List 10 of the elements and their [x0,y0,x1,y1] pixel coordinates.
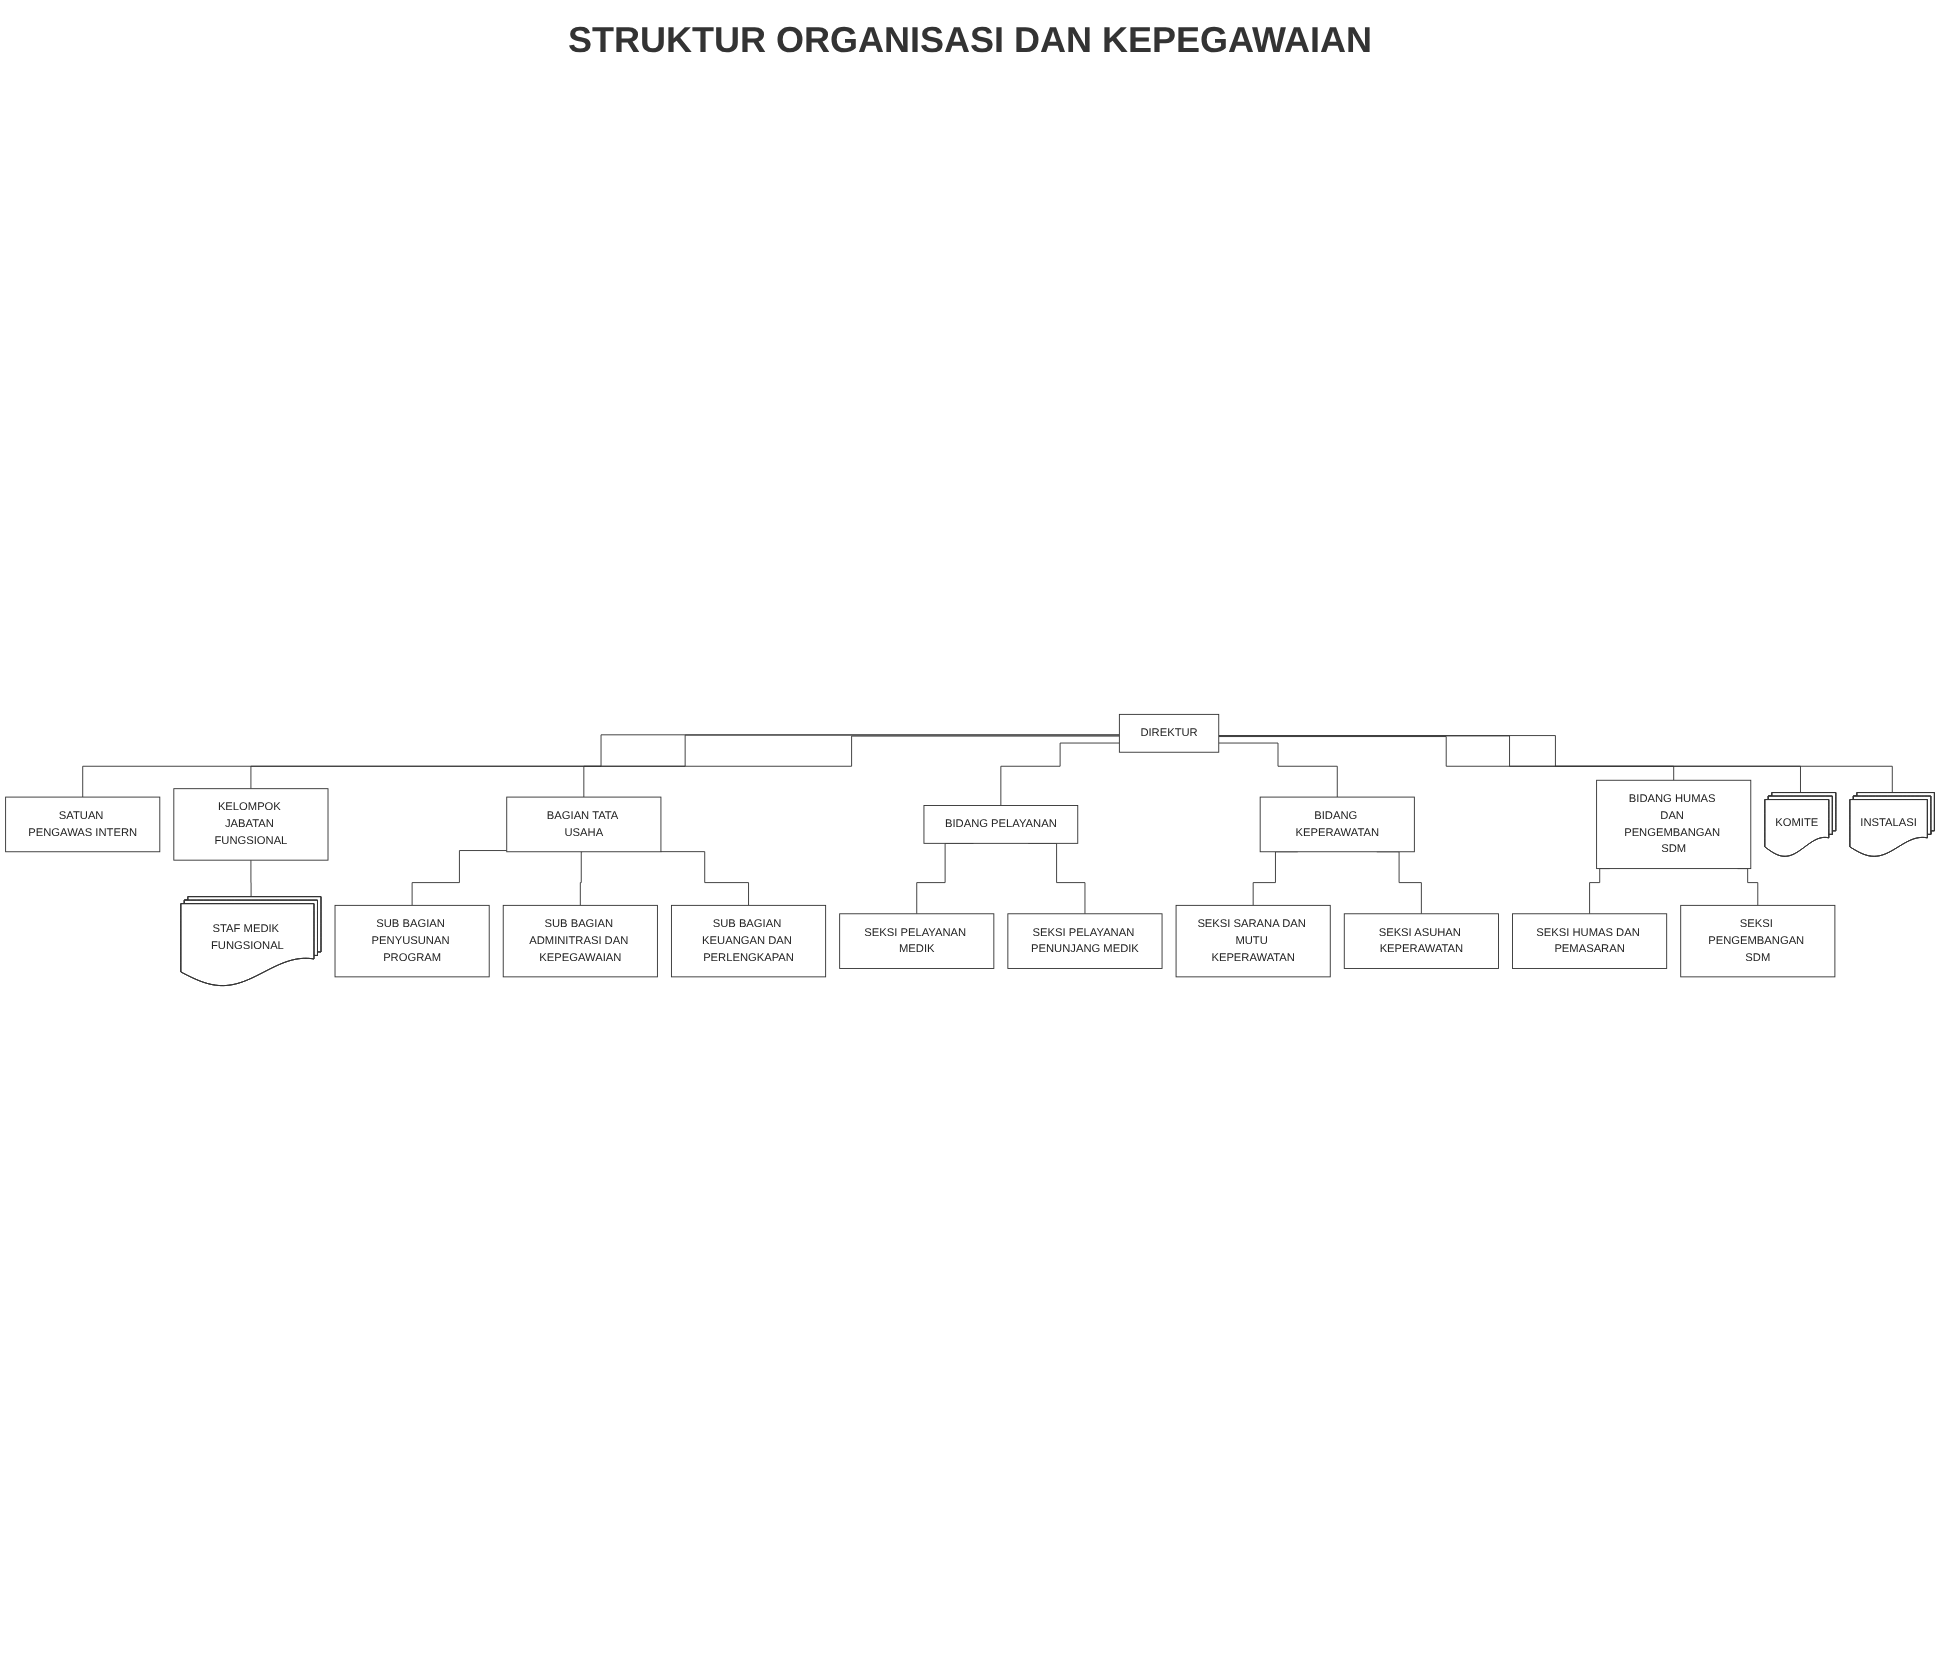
connector [660,851,749,906]
connector [250,734,1120,790]
connector [1000,742,1120,806]
connector [82,734,1120,798]
connector [250,859,252,898]
connector [1218,742,1338,798]
connector [579,851,583,906]
connector [583,735,1120,798]
diagram-title: STRUKTUR ORGANISASI DAN KEPEGAWAIAN [565,20,1375,62]
connector [411,850,508,906]
